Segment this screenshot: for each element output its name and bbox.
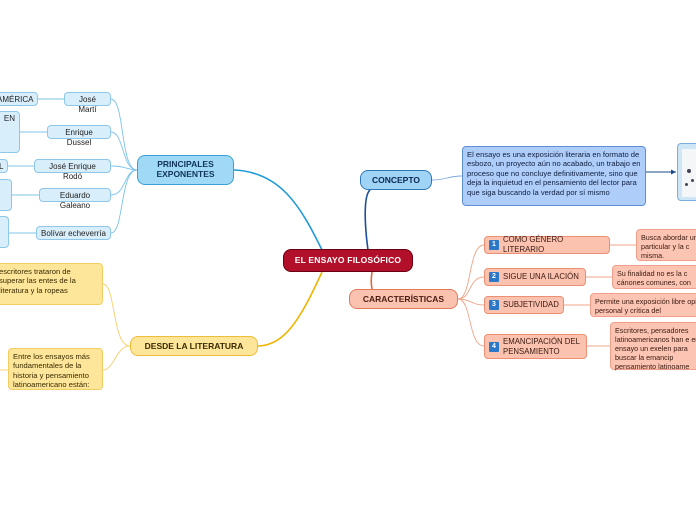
connector-center-literatura <box>257 271 323 347</box>
number-badge: 1 <box>489 240 499 250</box>
caracteristica-genero-literario[interactable]: 1 COMO GÉNERO LITERARIO <box>484 235 610 254</box>
caracteristica-note-subjetividad[interactable]: Permite una exposición libre opinión per… <box>590 293 696 317</box>
caracteristica-label: EMANCIPACIÓN DEL PENSAMIENTO <box>503 336 580 356</box>
image-dot-icon <box>687 169 691 173</box>
concepto-definition[interactable]: El ensayo es una exposición literaria en… <box>462 146 646 206</box>
author-note-bolivar-echeverria[interactable] <box>0 216 9 248</box>
number-badge: 3 <box>489 300 499 310</box>
author-jose-marti[interactable]: José Martí <box>64 92 111 114</box>
caracteristica-label: COMO GÉNERO LITERARIO <box>503 235 564 254</box>
number-badge: 2 <box>489 272 499 282</box>
image-thumbnail-icon <box>682 149 696 197</box>
connector-center-exponentes <box>233 169 323 251</box>
author-note-jose-enrique-rodo[interactable]: L <box>0 159 8 173</box>
concepto-image[interactable] <box>677 143 696 201</box>
author-note-enrique-dussel[interactable]: EN <box>0 111 20 153</box>
literatura-note-escritores[interactable]: escritores trataron de superar las entes… <box>0 263 103 305</box>
author-bolivar-echeverria[interactable]: Bolívar echeverría <box>36 226 111 240</box>
caracteristicas-topic[interactable]: CARACTERÍSTICAS <box>349 289 458 309</box>
caracteristica-note-ilacion[interactable]: Su finalidad no es la c cánones comunes,… <box>612 265 696 289</box>
author-note-jose-marti[interactable]: AMÉRICA <box>0 92 38 106</box>
caracteristica-note-emancipacion[interactable]: Escritores, pensadores latinoamericanos … <box>610 322 696 371</box>
author-note-eduardo-galeano[interactable] <box>0 179 12 211</box>
literatura-topic[interactable]: DESDE LA LITERATURA <box>130 336 258 356</box>
connectors-caracteristicas <box>457 244 636 347</box>
number-badge: 4 <box>489 341 499 352</box>
caracteristica-emancipacion[interactable]: 4 EMANCIPACIÓN DEL PENSAMIENTO <box>484 334 587 359</box>
literatura-note-ensayos[interactable]: Entre los ensayos más fundamentales de l… <box>8 348 103 390</box>
image-dot-icon <box>691 179 694 182</box>
connector-center-concepto <box>364 189 371 251</box>
concepto-topic[interactable]: CONCEPTO <box>360 170 432 190</box>
caracteristica-label: SIGUE UNA ILACIÓN <box>503 272 579 282</box>
connectors-literatura <box>0 283 131 371</box>
exponentes-topic[interactable]: PRINCIPALES EXPONENTES <box>137 155 234 185</box>
connectors-exponentes <box>8 98 138 234</box>
caracteristica-ilacion[interactable]: 2 SIGUE UNA ILACIÓN <box>484 268 586 286</box>
author-jose-enrique-rodo[interactable]: José Enrique Rodó <box>34 159 111 181</box>
caracteristica-note-genero[interactable]: Busca abordar un particular y la c misma… <box>636 229 696 261</box>
author-enrique-dussel[interactable]: Enrique Dussel <box>47 125 111 147</box>
author-eduardo-galeano[interactable]: Eduardo Galeano <box>39 188 111 210</box>
caracteristica-subjetividad[interactable]: 3 SUBJETIVIDAD <box>484 296 564 314</box>
image-dot-icon <box>685 183 688 186</box>
caracteristica-label: SUBJETIVIDAD <box>503 300 559 310</box>
central-topic[interactable]: EL ENSAYO FILOSÓFICO <box>283 249 413 272</box>
